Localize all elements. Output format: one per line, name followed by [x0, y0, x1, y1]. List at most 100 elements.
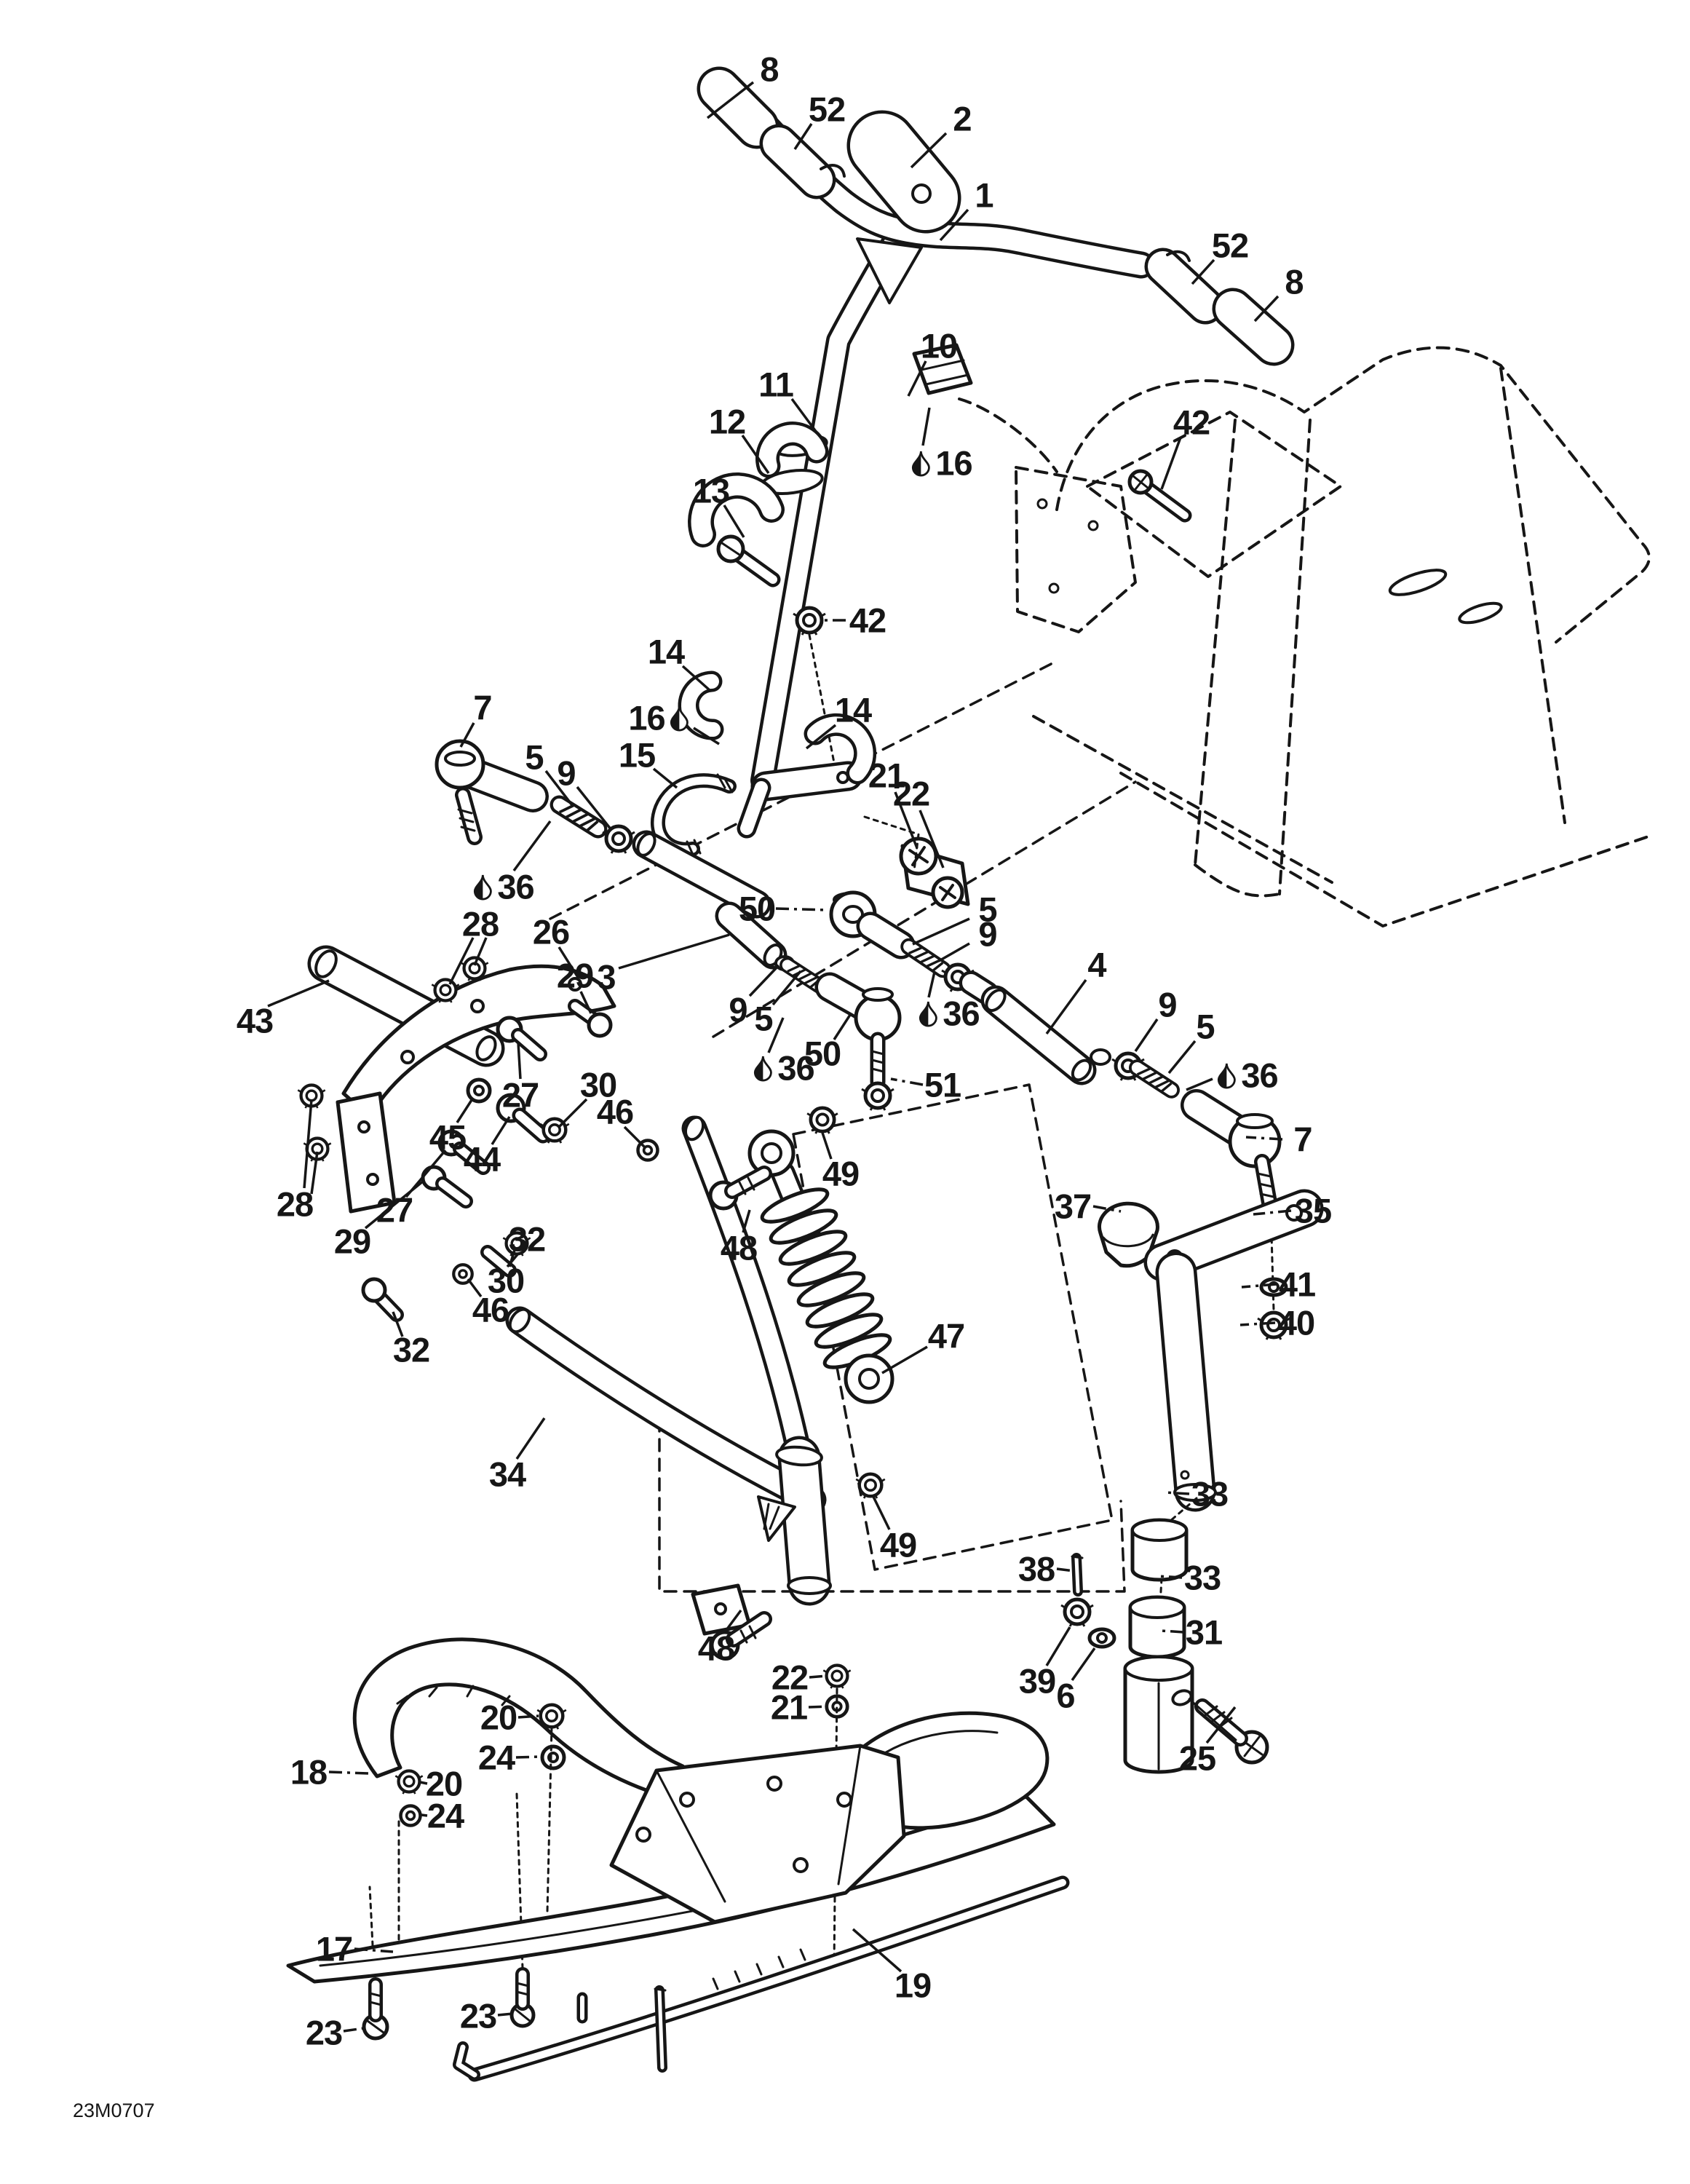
callout-5: 5 — [978, 890, 997, 929]
callout-number: 36 — [497, 867, 534, 906]
leader-line-13 — [723, 505, 745, 538]
callout-7: 7 — [1293, 1123, 1312, 1157]
callout-number: 10 — [920, 326, 958, 365]
tie-rod-4 — [984, 989, 1093, 1082]
leader-line-49 — [821, 1132, 833, 1160]
grease-droplet-icon — [911, 451, 930, 476]
leader-line-19 — [852, 1928, 902, 1973]
callout-number: 27 — [376, 1190, 413, 1230]
ball-stud — [1097, 1201, 1159, 1268]
callout-29: 29 — [334, 1224, 371, 1259]
callout-number: 37 — [1054, 1187, 1092, 1226]
callout-10: 10 — [920, 326, 958, 365]
callout-32: 32 — [508, 1219, 546, 1259]
ski-blade — [286, 1795, 1056, 1984]
callout-48: 48 — [721, 1231, 758, 1265]
callout-13: 13 — [693, 474, 730, 508]
callout-number: 49 — [879, 1525, 917, 1564]
callout-number: 42 — [849, 601, 886, 640]
leader-line-41 — [1241, 1283, 1277, 1289]
callout-number: 34 — [488, 1455, 526, 1494]
tie-rod-end-50 — [818, 976, 875, 1018]
leader-line-28 — [473, 937, 488, 966]
callout-number: 24 — [427, 1796, 464, 1835]
leader-line-9 — [748, 964, 780, 997]
leader-line-35 — [1253, 1209, 1292, 1216]
callout-25: 25 — [1178, 1738, 1216, 1778]
grease-droplet-icon — [919, 1001, 937, 1026]
callout-23: 23 — [459, 1996, 497, 2035]
callout-23: 23 — [306, 2016, 343, 2050]
callout-number: 8 — [1285, 262, 1304, 301]
callout-20: 20 — [480, 1701, 517, 1735]
callout-number: 15 — [618, 735, 656, 775]
callout-number: 14 — [834, 690, 872, 729]
leader-line-22 — [919, 810, 945, 869]
leader-line-38 — [1056, 1567, 1075, 1572]
callout-number: 19 — [894, 1966, 932, 2005]
callout-36: 36 — [753, 1051, 815, 1085]
leader-line-42 — [1160, 437, 1182, 490]
callout-16: 16 — [911, 446, 973, 480]
callout-50: 50 — [738, 889, 776, 928]
callout-14: 14 — [648, 635, 685, 669]
steering-arm — [1147, 1192, 1320, 1278]
callout-number: 28 — [276, 1184, 314, 1224]
leader-line-30 — [508, 1247, 517, 1267]
callout-7: 7 — [473, 688, 492, 727]
callout-number: 50 — [738, 889, 776, 928]
leader-line-16 — [693, 727, 720, 745]
callout-number: 23 — [459, 1996, 497, 2035]
leader-line-40 — [1239, 1321, 1276, 1326]
grease-droplet-icon — [670, 705, 689, 731]
callout-17: 17 — [316, 1932, 353, 1966]
leader-line-36 — [1186, 1077, 1213, 1091]
leader-line-21 — [808, 1705, 829, 1709]
leader-line-20 — [419, 1781, 428, 1785]
leader-line-8 — [1253, 295, 1280, 323]
leader-line-30 — [558, 1098, 588, 1128]
leader-line-44 — [491, 1116, 511, 1145]
leader-line-16 — [921, 407, 931, 446]
callout-number: 5 — [754, 999, 773, 1038]
callout-number: 3 — [597, 957, 616, 997]
callout-number: 25 — [1178, 1738, 1216, 1778]
leader-line-31 — [1161, 1629, 1184, 1634]
callout-number: 38 — [1017, 1549, 1055, 1588]
callout-number: 40 — [1277, 1303, 1315, 1342]
ski-runner — [471, 1879, 1066, 2078]
leader-line-34 — [515, 1417, 546, 1460]
callout-number: 9 — [557, 753, 576, 793]
callout-24: 24 — [427, 1799, 464, 1833]
callout-9: 9 — [978, 917, 997, 951]
leader-line-24 — [421, 1813, 428, 1817]
callout-number: 27 — [501, 1075, 539, 1115]
callout-29: 29 — [557, 959, 594, 993]
callout-21: 21 — [771, 1690, 808, 1725]
callout-30: 30 — [488, 1264, 525, 1298]
leader-line-26 — [558, 946, 580, 979]
callout-28: 28 — [276, 1184, 314, 1224]
tie-rods — [435, 739, 1282, 1312]
callout-30: 30 — [580, 1068, 617, 1102]
callout-number: 36 — [943, 994, 980, 1033]
callout-number: 46 — [472, 1290, 509, 1329]
callout-number: 5 — [978, 890, 997, 929]
callout-11: 11 — [758, 368, 794, 402]
callout-33: 33 — [1184, 1561, 1221, 1595]
callout-number: 32 — [508, 1219, 546, 1259]
grip-heater-right — [1148, 251, 1221, 321]
callout-24: 24 — [478, 1741, 515, 1775]
callout-number: 32 — [392, 1330, 430, 1369]
leg-tube — [1159, 1255, 1213, 1508]
callout-27: 27 — [502, 1078, 539, 1112]
leader-line-5 — [544, 769, 574, 807]
leader-line-6 — [1071, 1647, 1096, 1682]
callout-9: 9 — [729, 993, 747, 1027]
callout-34: 34 — [488, 1455, 526, 1494]
leader-line-1 — [939, 208, 969, 242]
leader-line-15 — [652, 767, 678, 789]
callout-number: 7 — [473, 688, 492, 727]
leader-line-23 — [497, 2012, 513, 2017]
callout-46: 46 — [472, 1293, 509, 1327]
